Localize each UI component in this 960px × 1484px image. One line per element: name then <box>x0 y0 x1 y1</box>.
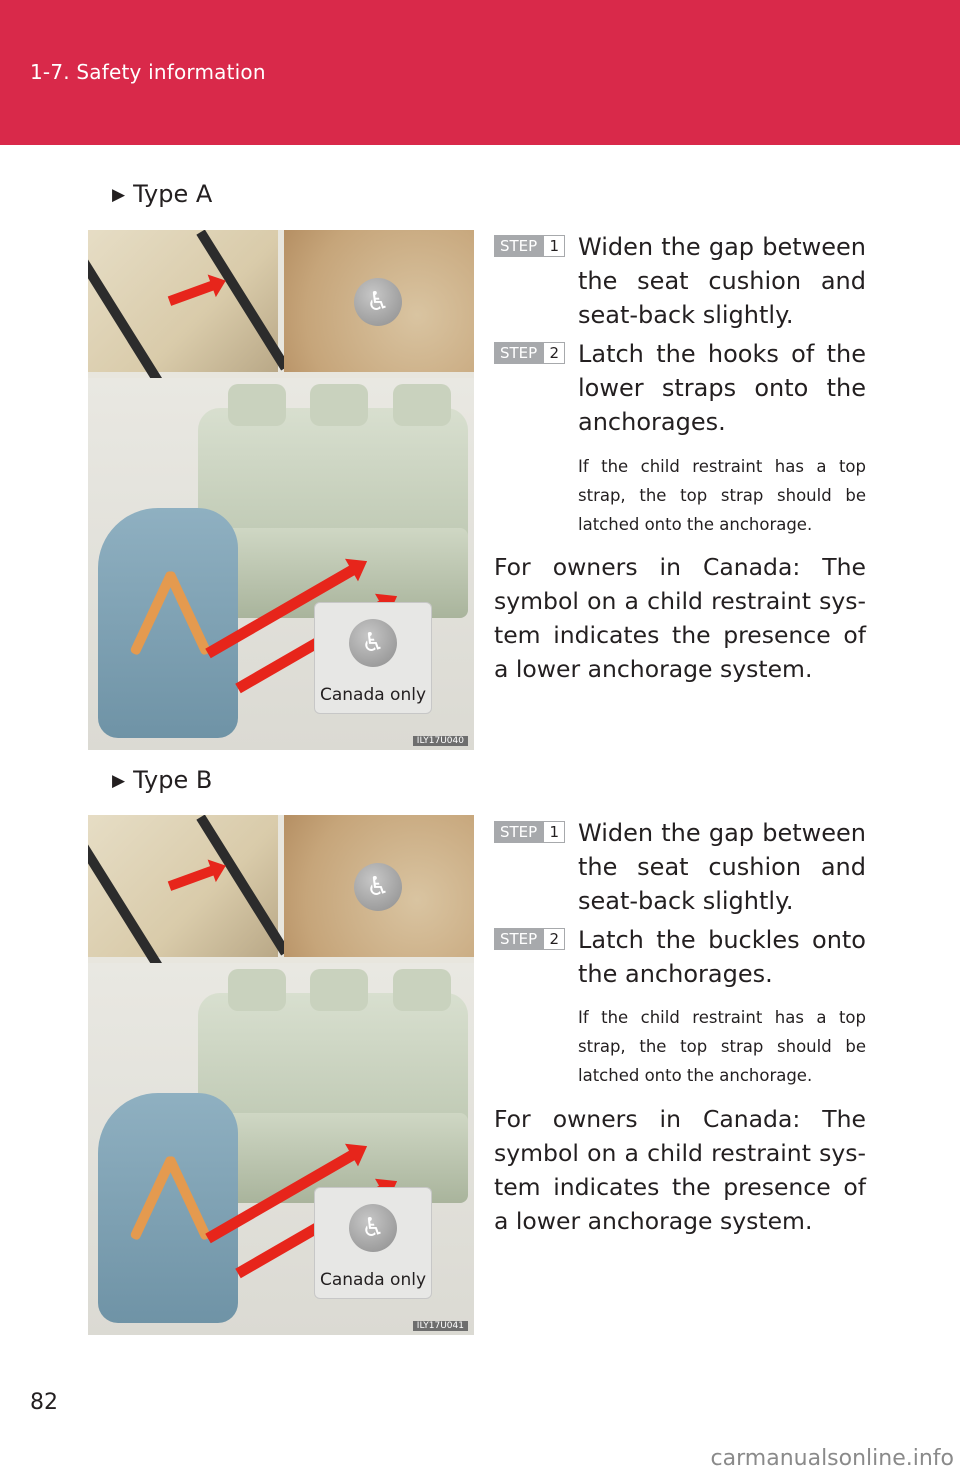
figure-code: ILY17U040 <box>412 736 468 746</box>
top-strap-note: If the child restraint has a top strap, … <box>578 1008 866 1085</box>
child-seat-symbol-icon: ♿ <box>349 1204 397 1252</box>
step-1-text: Widen the gap between the seat cushion a… <box>578 819 866 915</box>
type-b-label: ▶Type B <box>112 766 213 794</box>
watermark: carmanualsonline.info <box>710 1446 954 1471</box>
canada-paragraph: For owners in Canada: The symbol on a ch… <box>494 553 866 683</box>
canada-only-callout: ♿ Canada only <box>314 602 432 714</box>
child-seat-symbol-icon: ♿ <box>354 863 402 911</box>
child-restraint-image <box>98 1093 238 1323</box>
type-b-figure: ♿ ♿ Canada only ILY17U041 <box>88 815 474 1335</box>
child-seat-symbol-icon: ♿ <box>349 619 397 667</box>
canada-only-callout: ♿ Canada only <box>314 1187 432 1299</box>
type-a-label: ▶Type A <box>112 180 213 208</box>
triangle-bullet-icon: ▶ <box>112 771 126 791</box>
anchor-closeup-image <box>88 815 290 977</box>
anchor-symbol-closeup-image: ♿ <box>284 815 474 957</box>
type-a-figure: ♿ ♿ Canada only ILY17U040 <box>88 230 474 750</box>
top-strap-note: If the child restraint has a top strap, … <box>578 457 866 534</box>
step-1-text: Widen the gap between the seat cushion a… <box>578 233 866 329</box>
arrow-icon <box>167 865 217 891</box>
canada-paragraph: For owners in Canada: The symbol on a ch… <box>494 1105 866 1235</box>
page-header: 1-7. Safety information <box>0 0 960 145</box>
page-number: 82 <box>30 1390 58 1415</box>
step-2-text: Latch the buckles onto the anchorages. <box>578 926 866 988</box>
arrow-icon <box>167 280 217 306</box>
figure-code: ILY17U041 <box>412 1321 468 1331</box>
step-2-text: Latch the hooks of the lower straps onto… <box>578 340 866 436</box>
anchor-symbol-closeup-image: ♿ <box>284 230 474 372</box>
triangle-bullet-icon: ▶ <box>112 185 126 205</box>
anchor-closeup-image <box>88 230 290 392</box>
child-seat-symbol-icon: ♿ <box>354 278 402 326</box>
rear-seat-illustration <box>88 378 474 750</box>
section-title: 1-7. Safety information <box>30 60 266 84</box>
child-restraint-image <box>98 508 238 738</box>
